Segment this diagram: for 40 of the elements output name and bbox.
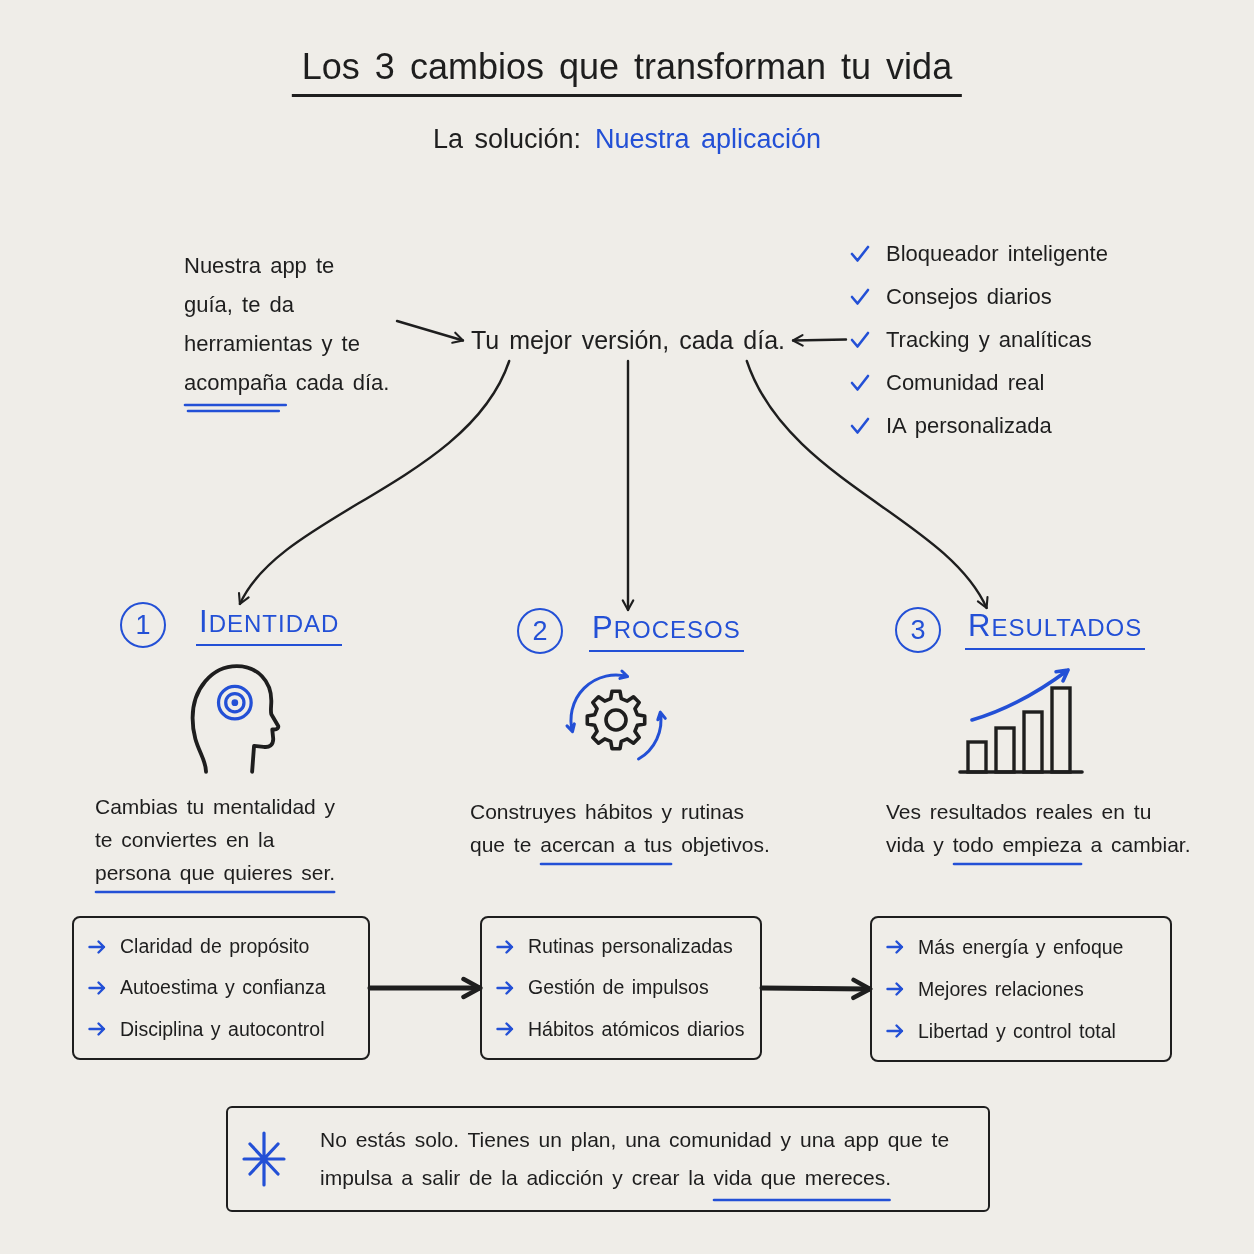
list-item-text: Hábitos atómicos diarios	[528, 1017, 745, 1041]
arrow	[791, 334, 848, 347]
list-item-text: Libertad y control total	[918, 1019, 1116, 1043]
tagline-text: Tu mejor versión, cada día.	[463, 320, 793, 361]
arrow	[395, 319, 465, 344]
list-card	[870, 916, 1172, 1062]
subtitle-text: Nuestra aplicación	[595, 124, 822, 155]
list-item-text: Gestión de impulsos	[528, 976, 709, 1000]
step-number-badge: 3	[895, 607, 941, 653]
intro-paragraph: Nuestra app te guía, te da herramientas y te acompaña cada día.	[178, 240, 397, 402]
subtitle-text: La solución:	[432, 124, 581, 155]
feature-text: Consejos diarios	[886, 283, 1052, 310]
list-item-text: Mejores relaciones	[918, 977, 1084, 1001]
description-text: Ves resultados reales en tu vida y todo empieza a cambiar.	[886, 799, 1192, 858]
feature-text: IA personalizada	[886, 412, 1052, 439]
feature-text: Comunidad real	[886, 369, 1045, 396]
step-number-badge: 1	[120, 602, 166, 648]
arrow	[745, 359, 988, 610]
arrow	[238, 359, 511, 606]
arrow	[759, 977, 873, 1001]
list-card	[480, 916, 762, 1060]
description-text: Construyes hábitos y rutinas que te acercan a tus objetivos.	[470, 799, 771, 858]
section-heading: RESULTADOS	[965, 608, 1146, 650]
feature-text: Tracking y analíticas	[886, 326, 1092, 353]
arrow	[367, 976, 483, 1000]
feature-text: Bloqueador inteligente	[886, 240, 1108, 267]
list-card	[72, 916, 370, 1060]
step-number-badge: 2	[517, 608, 563, 654]
arrow	[621, 359, 635, 612]
section-heading: IDENTIDAD	[196, 604, 343, 646]
list-item-text: Autoestima y confianza	[120, 976, 326, 1000]
list-item-text: Rutinas personalizadas	[528, 935, 733, 959]
note-text: No estás solo. Tienes un plan, una comunidad y una app que te impulsa a salir de la adicción y crear la vida que mereces.	[320, 1127, 951, 1191]
note-card	[226, 1106, 990, 1212]
list-item-text: Claridad de propósito	[120, 935, 310, 959]
list-item-text: Más energía y enfoque	[918, 935, 1124, 959]
title: Los 3 cambios que transforman tu vida	[291, 46, 963, 97]
description-text: Cambias tu mentalidad y te conviertes en la persona que quieres ser.	[95, 794, 337, 886]
list-item-text: Disciplina y autocontrol	[120, 1017, 325, 1041]
section-heading: PROCESOS	[589, 610, 744, 652]
